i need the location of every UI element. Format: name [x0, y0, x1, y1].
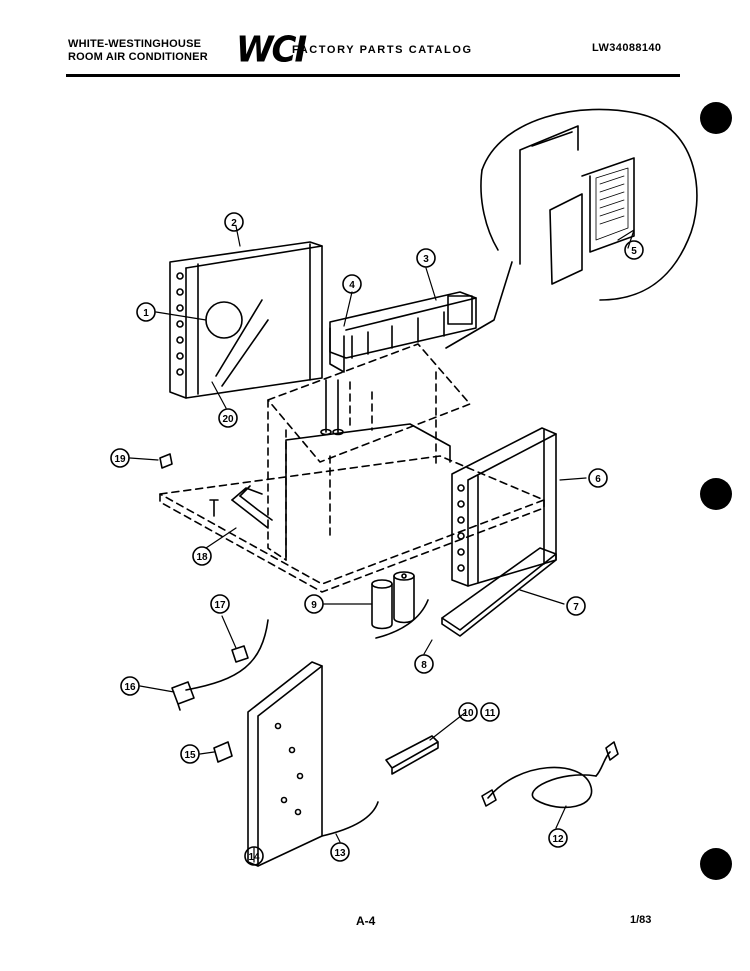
compressor-shell: [285, 423, 451, 561]
inset-detail: [480, 108, 698, 301]
punch-hole-middle: [700, 478, 732, 510]
callout-label-6: 6: [595, 474, 601, 485]
catalog-title: FACTORY PARTS CATALOG: [292, 44, 473, 56]
callout-label-5: 5: [631, 246, 637, 257]
rotary-switch: [213, 741, 233, 763]
header-rule: [66, 74, 680, 77]
callout-circle-10: [458, 702, 478, 722]
callout-label-18: 18: [196, 552, 208, 563]
blower-motor-assembly: [329, 291, 477, 359]
wci-logo: WCI: [236, 29, 307, 71]
callout-circle-14: [244, 846, 264, 866]
drain-tube: [209, 485, 273, 529]
callout-circle-11: [480, 702, 500, 722]
control-panel: [247, 661, 323, 867]
callout-circle-4: [342, 274, 362, 294]
callout-label-1: 1: [143, 308, 149, 319]
thermostat-knob: [231, 645, 249, 663]
power-cord: [481, 741, 619, 809]
callout-label-12: 12: [552, 834, 564, 845]
callout-label-7: 7: [573, 602, 579, 613]
page-number: A-4: [356, 914, 376, 928]
callout-circle-18: [192, 546, 212, 566]
callout-circle-8: [414, 654, 434, 674]
callout-label-3: 3: [423, 254, 429, 265]
callout-circle-2: [224, 212, 244, 232]
callout-label-11: 11: [485, 708, 496, 719]
base-pan: [159, 455, 545, 593]
condenser-coil: [451, 427, 557, 587]
callout-circle-12: [548, 828, 568, 848]
drain-tray: [441, 547, 557, 637]
callout-circle-13: [330, 842, 350, 862]
capacitors: [371, 571, 415, 630]
selector-switch: [171, 681, 195, 711]
callout-circle-5: [624, 240, 644, 260]
callout-circle-17: [210, 594, 230, 614]
callout-balloons: [110, 212, 644, 866]
evaporator-coil: [169, 241, 323, 399]
callout-labels: 1 2 3 4 5 6 7 8 9 10 11 12 13 14 15 16 1…: [114, 218, 637, 863]
callout-label-15: 15: [184, 750, 196, 761]
callout-label-10: 10: [462, 708, 474, 719]
callout-circle-16: [120, 676, 140, 696]
callout-circle-1: [136, 302, 156, 322]
drain-tube-13: [321, 801, 379, 837]
punch-hole-bottom: [700, 848, 732, 880]
motor-mount: [320, 327, 345, 436]
terminal-block: [385, 735, 439, 775]
inset-leader: [445, 261, 513, 349]
brand-line-2: ROOM AIR CONDITIONER: [68, 51, 208, 63]
callout-circle-3: [416, 248, 436, 268]
callout-circle-7: [566, 596, 586, 616]
callout-label-2: 2: [231, 218, 237, 229]
part-number: LW34088140: [592, 42, 662, 54]
callout-label-4: 4: [349, 280, 355, 291]
compressor-housing: [267, 343, 471, 561]
callout-circle-6: [588, 468, 608, 488]
punch-hole-top: [700, 102, 732, 134]
clip: [159, 453, 173, 469]
callout-circle-20: [218, 408, 238, 428]
callout-circle-19: [110, 448, 130, 468]
callout-circle-9: [304, 594, 324, 614]
callout-label-9: 9: [311, 600, 317, 611]
brand-block: WHITE-WESTINGHOUSE ROOM AIR CONDITIONER: [68, 38, 208, 64]
callout-circle-15: [180, 744, 200, 764]
capacitor-bracket: [375, 599, 429, 639]
callout-label-19: 19: [114, 454, 126, 465]
callout-label-13: 13: [334, 848, 346, 859]
wiring-harness: [185, 619, 269, 691]
callout-label-16: 16: [124, 682, 136, 693]
thermostat-bulb: [205, 301, 243, 339]
callout-label-20: 20: [222, 414, 234, 425]
callout-label-14: 14: [248, 852, 260, 863]
callout-label-17: 17: [214, 600, 226, 611]
catalog-date: 1/83: [630, 914, 652, 926]
callout-label-8: 8: [421, 660, 427, 671]
brand-line-1: WHITE-WESTINGHOUSE: [68, 38, 202, 50]
